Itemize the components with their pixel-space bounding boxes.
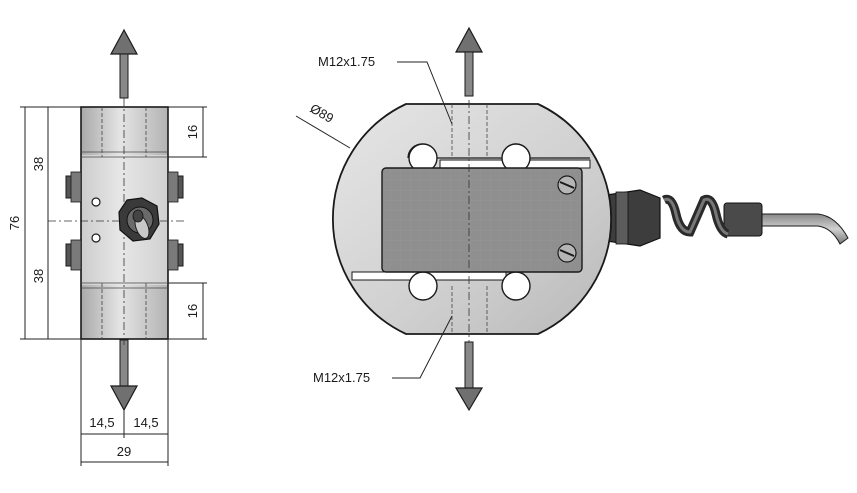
- arrow-down-icon: [454, 341, 484, 412]
- arrow-up-icon: [109, 28, 139, 99]
- strain-relief-spring: [661, 194, 730, 239]
- plate-screws: [557, 175, 577, 263]
- dim-right-half-width: 14,5: [133, 415, 158, 430]
- dim-upper-half: 38: [31, 157, 46, 171]
- dim-upper-thread-depth: 16: [185, 125, 200, 139]
- side-view: 76 38 38 16 16 14,5 14,5 29: [7, 28, 207, 466]
- cable: [599, 189, 849, 247]
- dim-lower-half: 38: [31, 269, 46, 283]
- arrow-down-icon: [109, 339, 139, 412]
- arrow-up-icon: [454, 26, 484, 97]
- side-bolts: [65, 171, 184, 271]
- dim-diameter: Ø89: [308, 101, 337, 126]
- dim-total-height: 76: [7, 216, 22, 230]
- dim-left-half-width: 14,5: [89, 415, 114, 430]
- dim-total-width: 29: [117, 444, 131, 459]
- cable-gland-end-view: [118, 197, 160, 242]
- thread-callout-lower: M12x1.75: [313, 370, 370, 385]
- dim-lower-thread-depth: 16: [185, 304, 200, 318]
- front-view: Ø89 M12x1.75 M12x1.75: [295, 26, 849, 412]
- thread-callout-upper: M12x1.75: [318, 54, 375, 69]
